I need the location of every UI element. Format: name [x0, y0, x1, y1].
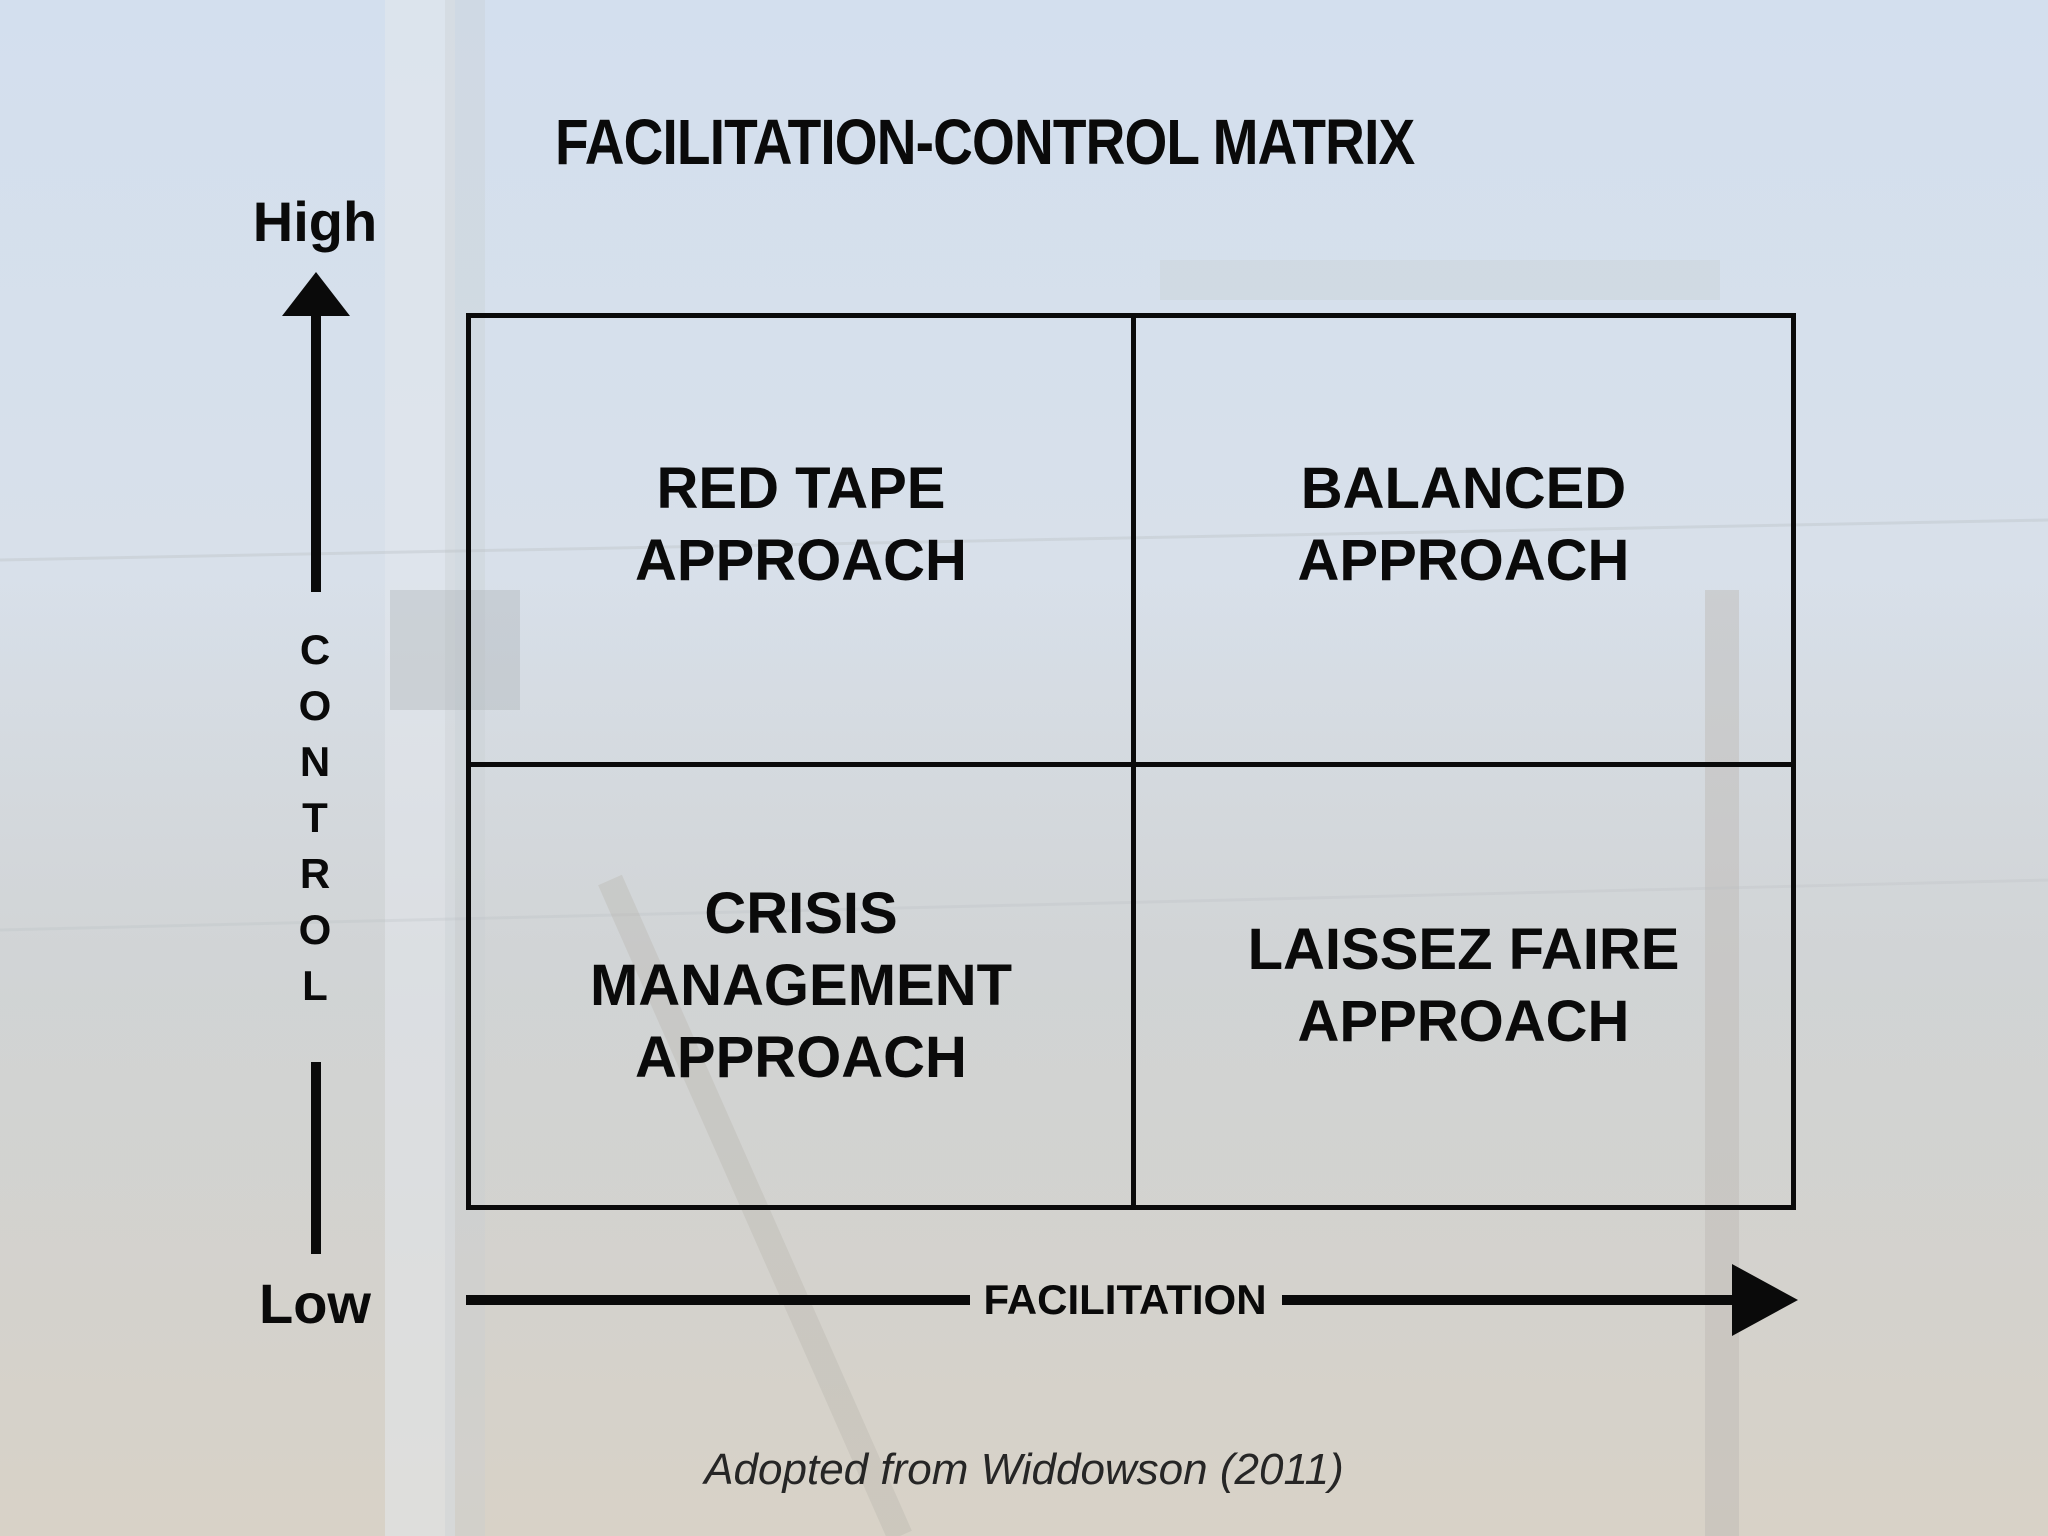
quadrant-text-line: CRISIS	[704, 881, 898, 946]
control-letter: N	[299, 738, 331, 785]
quadrant-text-line: BALANCED	[1300, 456, 1627, 521]
quadrant-laissez-faire: LAISSEZ FAIRE APPROACH	[1136, 767, 1791, 1205]
quadrant-text-line: APPROACH	[635, 528, 967, 593]
quadrant-text-line: MANAGEMENT	[589, 953, 1013, 1018]
slide-title: FACILITATION-CONTROL MATRIX	[555, 106, 1415, 178]
control-letter: T	[302, 794, 328, 841]
control-letter: O	[298, 906, 332, 953]
quadrant-text-line: LAISSEZ FAIRE	[1247, 917, 1680, 982]
quadrant-text-line: APPROACH	[1297, 528, 1630, 593]
quadrant-text-line: RED TAPE	[656, 456, 946, 521]
facilitation-axis-label: FACILITATION	[983, 1276, 1267, 1323]
quadrant-balanced: BALANCED APPROACH	[1136, 318, 1791, 762]
control-letter: R	[299, 850, 331, 897]
quadrant-red-tape: RED TAPE APPROACH	[471, 318, 1131, 762]
control-letter: C	[299, 626, 331, 673]
matrix-horizontal-divider	[471, 762, 1791, 767]
control-letter: L	[302, 962, 328, 1009]
source-citation: Adopted from Widdowson (2011)	[704, 1445, 1344, 1494]
quadrant-text-line: APPROACH	[635, 1025, 967, 1090]
control-high-label: High	[252, 190, 378, 253]
matrix-grid: RED TAPE APPROACH BALANCED APPROACH CRIS…	[466, 313, 1796, 1210]
quadrant-crisis-management: CRISIS MANAGEMENT APPROACH	[471, 767, 1131, 1205]
quadrant-text-line: APPROACH	[1297, 989, 1630, 1054]
control-letter: O	[298, 682, 332, 729]
matrix-vertical-divider	[1131, 318, 1136, 1205]
control-low-label: Low	[259, 1272, 371, 1335]
control-axis-label: C O N T R O L	[290, 622, 340, 1014]
